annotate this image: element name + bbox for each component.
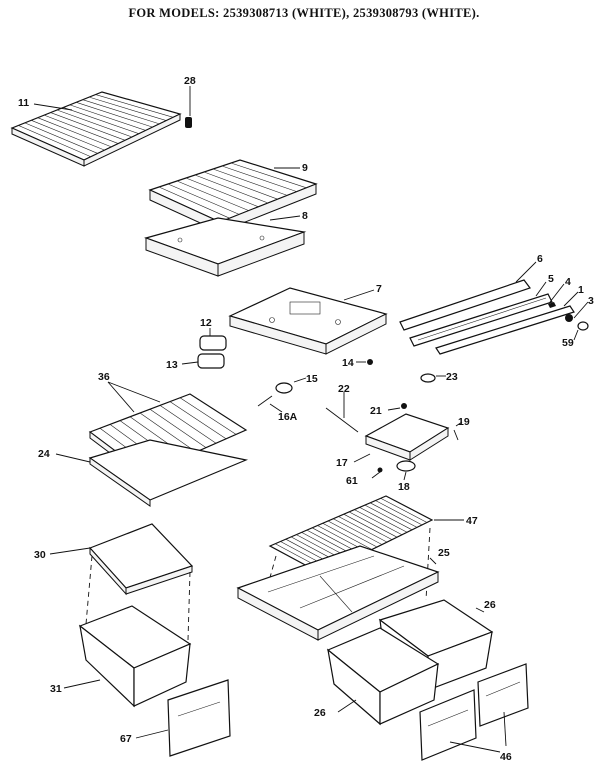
- label-67: 67: [120, 733, 132, 745]
- part-14: [367, 359, 373, 365]
- part-labels: 11 28 9 8 7 6 5 4 1 3 59 12 13 14 15 16A…: [18, 75, 594, 763]
- label-26-right: 26: [484, 599, 496, 611]
- label-8: 8: [302, 210, 308, 222]
- label-21: 21: [370, 405, 382, 417]
- label-59: 59: [562, 337, 574, 349]
- label-24: 24: [38, 448, 50, 460]
- crisper-cover-30: [88, 523, 194, 596]
- part-13: [197, 353, 225, 369]
- part-21: [401, 403, 407, 409]
- rail-6: [399, 279, 531, 331]
- crisper-frame-25: [236, 545, 440, 641]
- label-1: 1: [578, 284, 584, 296]
- dashed-guides-left: [85, 555, 191, 641]
- label-6: 6: [537, 253, 543, 265]
- label-30: 30: [34, 549, 46, 561]
- label-11: 11: [18, 97, 29, 109]
- label-61: 61: [346, 475, 358, 487]
- part-16a: [257, 395, 273, 407]
- part-59: [577, 321, 589, 331]
- part-22: [325, 407, 359, 433]
- housing-17: [364, 413, 450, 461]
- label-28: 28: [184, 75, 196, 87]
- drawer-front-46-a: [419, 689, 477, 761]
- dashed-guides-right: [261, 527, 431, 607]
- label-36: 36: [98, 371, 110, 383]
- shelf-24: [88, 439, 249, 507]
- label-15: 15: [306, 373, 318, 385]
- drawer-front-67: [167, 679, 231, 757]
- leader-lines: [33, 86, 589, 753]
- label-7: 7: [376, 283, 382, 295]
- label-47: 47: [466, 515, 478, 527]
- crisper-drawer-31: [78, 605, 192, 708]
- shelf-frame-8: [144, 217, 307, 277]
- part-15: [275, 382, 293, 394]
- wire-shelf-11: [10, 91, 182, 167]
- label-3: 3: [588, 295, 594, 307]
- label-4: 4: [565, 276, 571, 288]
- part-23: [420, 373, 436, 383]
- label-13: 13: [166, 359, 178, 371]
- label-22: 22: [338, 383, 350, 395]
- drawer-26-left: [326, 627, 440, 726]
- part-3: [565, 314, 573, 322]
- label-23: 23: [446, 371, 458, 383]
- label-16a: 16A: [278, 411, 298, 423]
- label-5: 5: [548, 273, 554, 285]
- label-31: 31: [50, 683, 62, 695]
- label-46: 46: [500, 751, 512, 763]
- clip-28: [185, 117, 192, 128]
- label-26-left: 26: [314, 707, 326, 719]
- rail-1: [435, 305, 575, 355]
- label-18: 18: [398, 481, 410, 493]
- panel-7: [228, 287, 388, 355]
- rail-5: [409, 293, 553, 347]
- part-61: [377, 467, 383, 473]
- part-12: [199, 335, 227, 351]
- rail-4: [548, 302, 556, 308]
- part-18: [396, 460, 416, 472]
- part-19: [453, 429, 459, 441]
- label-25: 25: [438, 547, 450, 559]
- label-9: 9: [302, 162, 308, 174]
- label-12: 12: [200, 317, 212, 329]
- shelf-insert-9: [148, 159, 318, 233]
- drawer-front-46-b: [477, 663, 529, 727]
- label-19: 19: [458, 416, 470, 428]
- diagram-header: FOR MODELS: 2539308713 (WHITE), 25393087…: [128, 6, 480, 20]
- label-17: 17: [336, 457, 348, 469]
- label-14: 14: [342, 357, 354, 369]
